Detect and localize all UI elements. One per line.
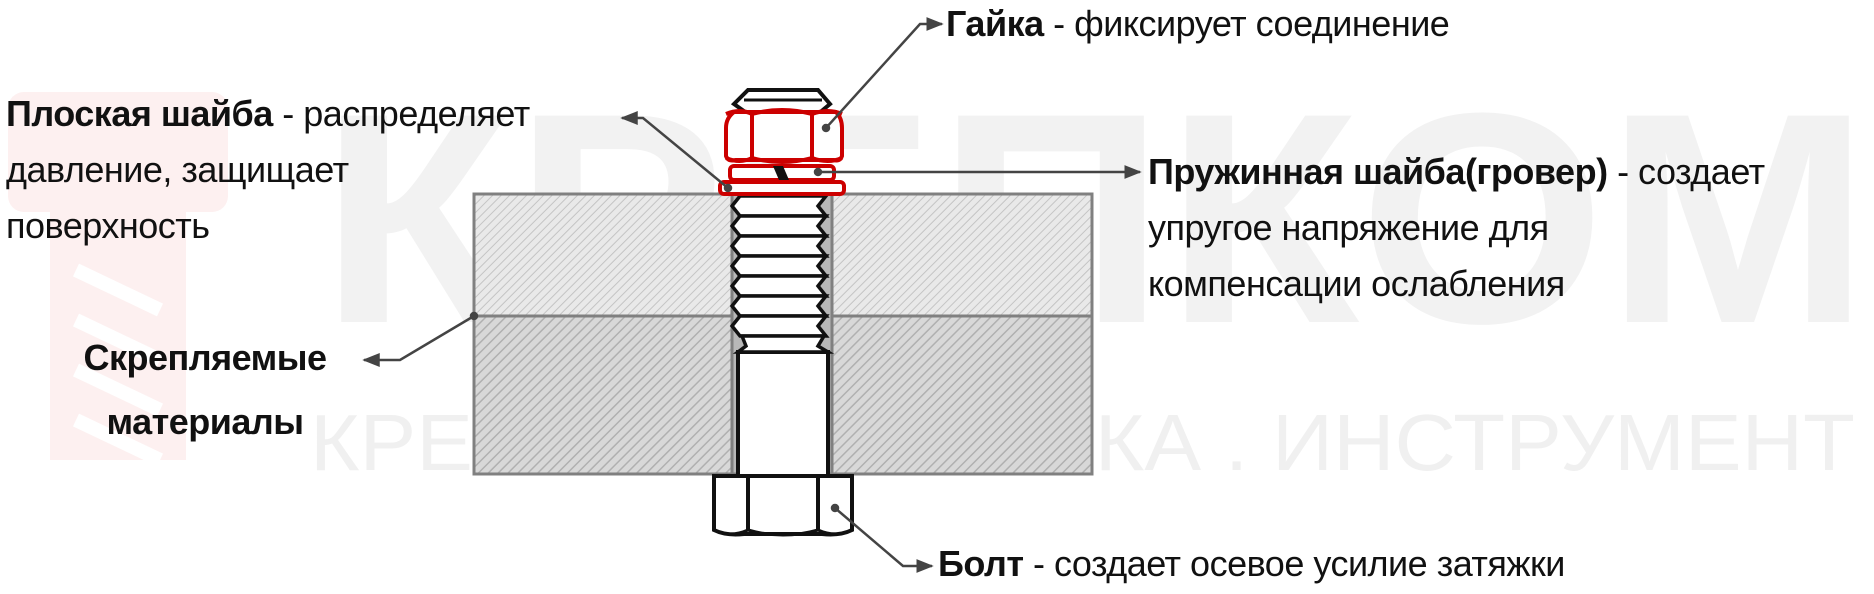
nut xyxy=(724,108,844,164)
bolt-label: Болт - создает осевое усилие затяжки xyxy=(938,536,1565,592)
flat-washer-label: Плоская шайба - распределяет давление, з… xyxy=(6,86,530,254)
bolt-label-title: Болт xyxy=(938,543,1024,584)
spring-washer-label-desc-2: упругое напряжение для xyxy=(1148,207,1549,248)
bolt-threads xyxy=(729,194,835,354)
materials-label-line-2: материалы xyxy=(106,401,304,442)
spring-washer-label-title: Пружинная шайба(гровер) xyxy=(1148,151,1608,192)
nut-label-title: Гайка xyxy=(946,3,1044,44)
bolt-head xyxy=(712,474,854,537)
flat-washer-label-title: Плоская шайба xyxy=(6,93,273,134)
nut-label-desc: - фиксирует соединение xyxy=(1043,3,1450,44)
materials-label: Скрепляемые материалы xyxy=(60,330,350,450)
spring-washer-label: Пружинная шайба(гровер) - создает упруго… xyxy=(1148,144,1765,312)
spring-washer-label-desc-1: - создает xyxy=(1607,151,1765,192)
flat-washer xyxy=(718,180,846,196)
leader-lines xyxy=(362,17,1142,573)
bolt xyxy=(712,88,854,537)
watermark-logo xyxy=(8,92,228,467)
bolt-label-desc: - создает осевое усилие затяжки xyxy=(1023,543,1565,584)
flat-washer-label-desc-1: - распределяет xyxy=(272,93,530,134)
flat-washer-label-desc-2: давление, защищает xyxy=(6,149,349,190)
materials-label-line-1: Скрепляемые xyxy=(83,337,327,378)
flat-washer-label-desc-3: поверхность xyxy=(6,205,210,246)
nut-label: Гайка - фиксирует соединение xyxy=(946,0,1450,52)
spring-washer-label-desc-3: компенсации ослабления xyxy=(1148,263,1565,304)
